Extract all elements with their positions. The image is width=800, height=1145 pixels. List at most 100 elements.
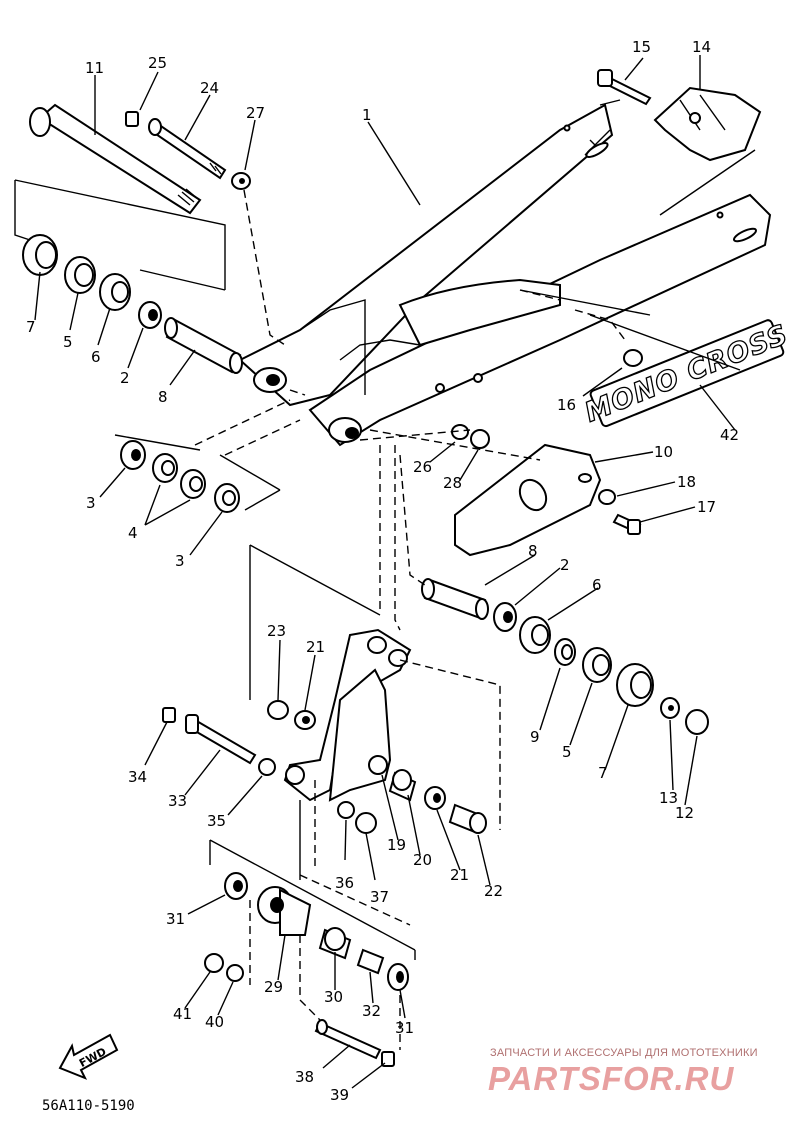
relay-arm-19 — [283, 628, 412, 802]
bearing-30 — [318, 927, 352, 960]
washer-27 — [231, 172, 251, 190]
callout-23: 23 — [267, 622, 286, 640]
watermark-logo: PARTSFOR.RU — [488, 1060, 735, 1097]
nut-16 — [623, 349, 643, 367]
washer-40 — [226, 964, 244, 982]
diagram-code: 56A110-5190 — [42, 1098, 135, 1114]
callout-7-left: 7 — [26, 318, 36, 336]
callout-5-right: 5 — [562, 743, 572, 761]
seal-31-a — [224, 872, 248, 900]
callout-28: 28 — [443, 474, 462, 492]
bolt-38 — [314, 1019, 382, 1060]
callout-40: 40 — [205, 1013, 224, 1031]
bolt-15 — [597, 69, 652, 106]
callout-13: 13 — [659, 789, 678, 807]
callout-3-a: 3 — [86, 494, 96, 512]
callout-34: 34 — [128, 768, 147, 786]
callout-30: 30 — [324, 988, 343, 1006]
callout-21-a: 21 — [306, 638, 325, 656]
collar-8-right — [421, 578, 489, 620]
callout-31-a: 31 — [166, 910, 185, 928]
fwd-arrow: FWD — [58, 1033, 119, 1080]
callout-8-right: 8 — [528, 542, 538, 560]
callout-25: 25 — [148, 54, 167, 72]
connecting-rod-29 — [257, 886, 312, 936]
collar-22 — [448, 803, 487, 834]
callout-22: 22 — [484, 882, 503, 900]
cap-7-left — [22, 234, 58, 276]
thrust-cover-6-right — [519, 616, 551, 654]
callout-4: 4 — [128, 524, 138, 542]
oil-seal-5-right — [582, 647, 612, 683]
grease-nipple-25 — [125, 111, 139, 127]
callout-36: 36 — [335, 874, 354, 892]
leader-lines — [34, 55, 736, 1089]
mono-cross-decal: MONO CROSS — [580, 318, 793, 429]
callout-21-b: 21 — [450, 866, 469, 884]
washer-35 — [258, 758, 276, 776]
thrust-cover-6-left — [99, 273, 131, 311]
callout-15: 15 — [632, 38, 651, 56]
seal-21-a — [294, 710, 316, 730]
callout-31-b: 31 — [395, 1019, 414, 1037]
bracket-10 — [454, 443, 602, 557]
seal-21-b — [424, 786, 446, 810]
watermark-tagline: ЗАПЧАСТИ И АКСЕССУАРЫ ДЛЯ МОТОТЕХНИКИ — [490, 1047, 758, 1059]
callout-2-right: 2 — [560, 556, 570, 574]
connection-lines — [14, 99, 756, 1050]
chain-guide-14 — [653, 86, 762, 162]
collar-23 — [267, 700, 289, 720]
decal-text: MONO CROSS — [581, 319, 793, 429]
callout-11: 11 — [85, 59, 104, 77]
callout-29: 29 — [264, 978, 283, 996]
callout-41: 41 — [173, 1005, 192, 1023]
nipple-34 — [162, 707, 176, 723]
callout-1: 1 — [362, 106, 372, 124]
callout-14: 14 — [692, 38, 711, 56]
callout-12: 12 — [675, 804, 694, 822]
callout-19: 19 — [387, 836, 406, 854]
callout-33: 33 — [168, 792, 187, 810]
washer-13 — [660, 697, 680, 719]
nipple-39 — [381, 1051, 395, 1067]
callout-labels: 1 11 25 24 27 15 14 7 5 6 2 8 16 42 3 4 … — [26, 38, 739, 1104]
shim-9 — [554, 638, 576, 666]
callout-20: 20 — [413, 851, 432, 869]
seal-3-a — [120, 440, 146, 470]
callout-42: 42 — [720, 426, 739, 444]
callout-32: 32 — [362, 1002, 381, 1020]
callout-2-left: 2 — [120, 369, 130, 387]
swingarm — [238, 103, 772, 447]
oil-seal-5-left — [64, 256, 96, 294]
callout-3-b: 3 — [175, 552, 185, 570]
seal-3-b — [214, 483, 240, 513]
callout-27: 27 — [246, 104, 265, 122]
callout-16: 16 — [557, 396, 576, 414]
callout-9: 9 — [530, 728, 540, 746]
nut-37 — [355, 812, 377, 834]
bolt-33 — [185, 714, 257, 765]
callout-10: 10 — [654, 443, 673, 461]
callout-5-left: 5 — [63, 333, 73, 351]
nut-41 — [204, 953, 224, 973]
collar-32 — [356, 948, 385, 975]
nut-12 — [685, 709, 709, 735]
callout-7-right: 7 — [598, 764, 608, 782]
bearing-2-right — [493, 602, 517, 632]
bolt-24 — [148, 118, 227, 180]
callout-35: 35 — [207, 812, 226, 830]
callout-38: 38 — [295, 1068, 314, 1086]
nut-28 — [470, 429, 490, 449]
washer-18 — [598, 489, 616, 505]
callout-26: 26 — [413, 458, 432, 476]
callout-6-left: 6 — [91, 348, 101, 366]
bearing-4-b — [180, 469, 206, 499]
callout-24: 24 — [200, 79, 219, 97]
pivot-shaft — [29, 103, 202, 215]
callout-6-right: 6 — [592, 576, 602, 594]
seal-31-b — [387, 963, 409, 991]
bolt-17 — [612, 513, 642, 535]
bearing-4-a — [152, 453, 178, 483]
bearing-2-left — [138, 301, 162, 329]
callout-18: 18 — [677, 473, 696, 491]
